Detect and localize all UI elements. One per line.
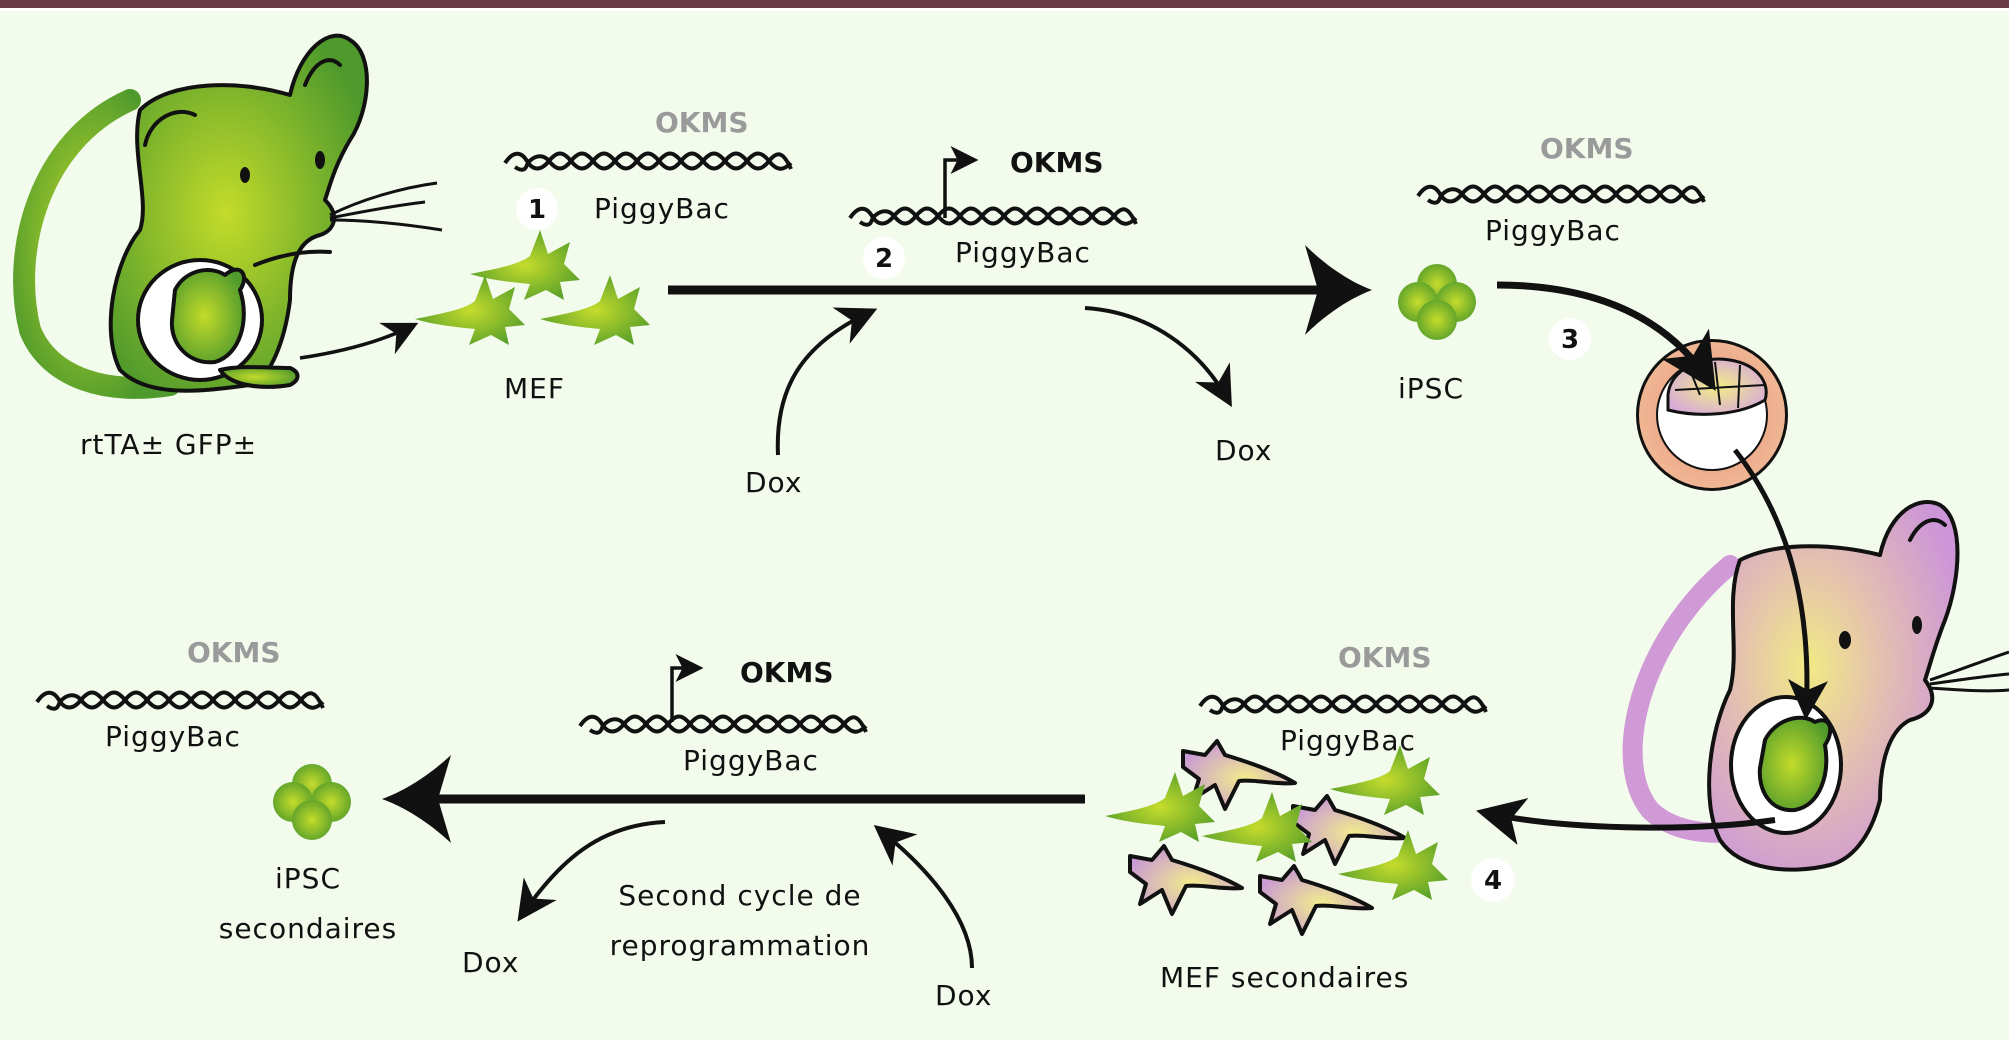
secondary-ipsc-label-line2: secondaires	[219, 912, 398, 945]
step2-promoter-arrow-icon	[943, 146, 979, 218]
arrow-dox-added	[775, 307, 878, 456]
step4-okms-label: OKMS	[1338, 641, 1432, 674]
mouse-tail	[13, 89, 181, 399]
second-cycle-okms-active-label: OKMS	[740, 656, 834, 689]
step2-piggybac-dna-icon	[848, 206, 1138, 227]
step4-vector-label: PiggyBac	[1280, 724, 1416, 757]
arrow-dox-removed	[1084, 306, 1232, 407]
arrow-blastocyst-to-chimera	[1733, 448, 1828, 720]
secondary-mef-cells	[1105, 739, 1448, 936]
mouse-eye	[315, 151, 325, 169]
embryo-mouse	[169, 267, 246, 365]
second-cycle-caption-line1: Second cycle de	[618, 879, 861, 912]
mouse-foot	[218, 365, 300, 389]
step2-okms-active-label: OKMS	[1010, 146, 1104, 179]
mef-secondary-cell-gfp	[1338, 830, 1448, 900]
secondary-ipsc-vector-label: PiggyBac	[105, 720, 241, 753]
second-cycle-dox-removed-label: Dox	[462, 946, 519, 979]
step4-badge-number: 4	[1484, 866, 1502, 896]
mouse-ear-back	[143, 109, 197, 147]
second-cycle-arrow-dox-removed	[517, 820, 666, 922]
secondary-ipsc-okms-label: OKMS	[187, 636, 281, 669]
dox-removed-label: Dox	[1215, 434, 1272, 467]
arrow-mouse-to-mef	[299, 322, 419, 360]
header-bar	[0, 0, 2009, 8]
ipsc-label: iPSC	[1398, 372, 1464, 405]
mef-secondary-cell-chimeric	[1128, 844, 1244, 916]
dox-added-label: Dox	[745, 466, 802, 499]
second-cycle-arrow-dox-added	[873, 825, 974, 969]
chimera-mouse-illustration	[1622, 500, 2009, 872]
step3-badge-number: 3	[1561, 325, 1579, 355]
step1-okms-label: OKMS	[655, 106, 749, 139]
mouse-eye-2	[240, 167, 250, 183]
blastocyst-icon	[1636, 339, 1788, 491]
step3-piggybac-dna-icon	[1416, 184, 1706, 205]
mef-label: MEF	[504, 372, 565, 405]
step1-badge	[516, 188, 558, 230]
secondary-ipsc-colony-icon	[273, 764, 351, 840]
donor-mouse-genotype-label: rtTA± GFP±	[80, 428, 257, 461]
second-cycle-piggybac-dna-icon	[578, 714, 868, 735]
step4-piggybac-dna-icon	[1198, 694, 1488, 715]
step2-badge-number: 2	[875, 244, 893, 274]
mef-secondary-cell-gfp	[1202, 792, 1312, 862]
mef-cell	[415, 275, 525, 345]
step1-piggybac-dna-icon	[503, 151, 793, 172]
reprogramming-arrow-primary	[668, 245, 1372, 335]
second-cycle-caption-line2: reprogrammation	[610, 929, 871, 962]
chimera-ear-inner	[1908, 518, 1947, 542]
secondary-mef-label: MEF secondaires	[1160, 961, 1409, 994]
mouse-whiskers	[329, 181, 443, 232]
arrow-chimera-to-secondary-mef	[1476, 798, 1776, 845]
arrow-ipsc-injection	[1496, 281, 1716, 391]
secondary-ipsc-piggybac-dna-icon	[35, 690, 325, 711]
chimera-eye	[1912, 616, 1922, 634]
step3-okms-label: OKMS	[1540, 132, 1634, 165]
ipsc-colony-icon	[1398, 264, 1476, 340]
step2-badge	[863, 237, 905, 279]
secondary-ipsc-label-line1: iPSC	[275, 862, 341, 895]
donor-mouse-illustration	[13, 33, 443, 399]
header-divider	[0, 8, 2009, 11]
mef-cells	[415, 230, 650, 345]
mouse-ear-inner	[303, 58, 342, 87]
step2-vector-label: PiggyBac	[955, 236, 1091, 269]
chimera-whiskers	[1929, 650, 2009, 693]
step1-badge-number: 1	[528, 195, 546, 225]
second-cycle-vector-label: PiggyBac	[683, 744, 819, 777]
mouse-arm	[253, 249, 332, 267]
step3-vector-label: PiggyBac	[1485, 214, 1621, 247]
second-cycle-dox-added-label: Dox	[935, 979, 992, 1012]
second-cycle-promoter-arrow-icon	[670, 654, 704, 722]
step1-vector-label: PiggyBac	[594, 192, 730, 225]
step3-badge	[1549, 318, 1591, 360]
step4-badge	[1471, 858, 1515, 902]
reprogramming-arrow-secondary	[382, 755, 1085, 843]
chimera-eye-2	[1839, 631, 1851, 649]
